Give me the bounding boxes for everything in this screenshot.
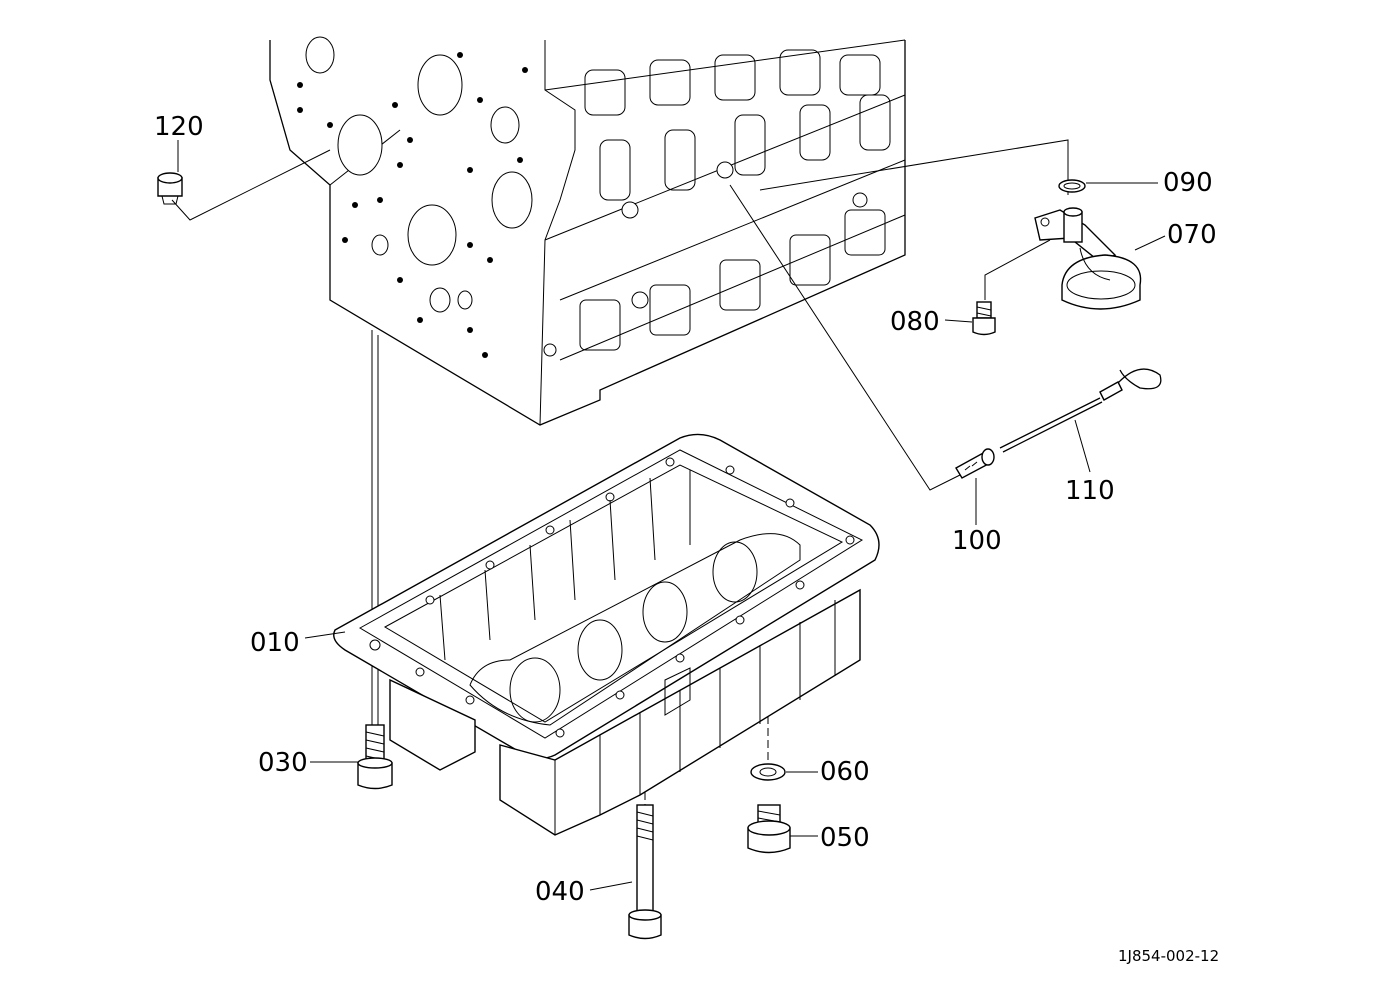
part-070-oil-strainer [1034, 207, 1142, 310]
engine-block [269, 36, 906, 426]
callout-060: 060 [820, 757, 870, 787]
callout-050: 050 [820, 823, 870, 853]
part-060-washer [750, 763, 786, 781]
document-id: 1J854-002-12 [1118, 947, 1219, 965]
part-040-long-bolt [628, 804, 662, 940]
callout-080: 080 [890, 307, 940, 337]
callout-090: 090 [1163, 168, 1213, 198]
callout-010: 010 [250, 628, 300, 658]
part-110-dipstick [999, 368, 1162, 453]
callout-100: 100 [952, 526, 1002, 556]
part-030-flange-bolt [357, 724, 393, 790]
callout-070: 070 [1167, 220, 1217, 250]
part-080-bolt [972, 301, 996, 336]
callout-leaders [304, 182, 1166, 891]
callout-040: 040 [535, 877, 585, 907]
part-100-dipstick-guide [955, 448, 995, 479]
pan-internal-ribs [439, 470, 691, 661]
part-120-plug [157, 172, 183, 205]
oil-pan [333, 433, 880, 836]
part-090-o-ring [1058, 179, 1086, 193]
callout-030: 030 [258, 748, 308, 778]
callout-110: 110 [1065, 476, 1115, 506]
part-050-drain-plug [747, 804, 791, 854]
block-bolt-holes [297, 52, 528, 358]
block-side-ribs [543, 49, 891, 357]
pan-flange-holes [369, 457, 855, 738]
callout-120: 120 [154, 112, 204, 142]
